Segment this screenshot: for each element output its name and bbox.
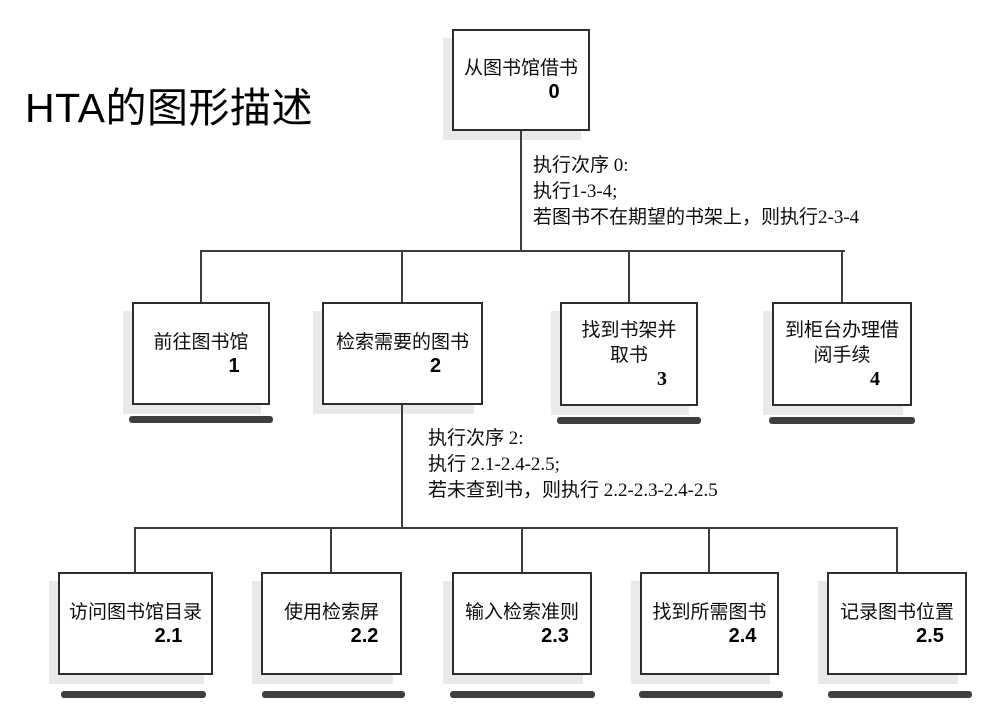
terminal-underline-4 bbox=[769, 417, 915, 424]
connector-line bbox=[628, 250, 630, 303]
terminal-underline-2-1 bbox=[61, 691, 206, 698]
plan-0-line-2: 执行1-3-4; bbox=[533, 181, 618, 202]
task-label-2-3: 输入检索准则 bbox=[464, 601, 579, 623]
task-box-2-1: 访问图书馆目录 2.1 bbox=[58, 572, 213, 675]
connector-line bbox=[134, 527, 136, 572]
connector-line bbox=[520, 131, 522, 252]
task-box-2: 检索需要的图书 2 bbox=[322, 302, 483, 405]
connector-line bbox=[200, 250, 202, 303]
task-number-2-3: 2.3 bbox=[541, 624, 569, 647]
page-title: HTA的图形描述 bbox=[25, 85, 313, 131]
task-box-2-5: 记录图书位置 2.5 bbox=[827, 572, 967, 675]
terminal-underline-2-4 bbox=[639, 691, 783, 698]
task-label-2-1: 访问图书馆目录 bbox=[68, 601, 202, 623]
terminal-underline-2-3 bbox=[450, 691, 595, 698]
connector-line bbox=[200, 250, 845, 252]
terminal-underline-2-2 bbox=[262, 691, 405, 698]
terminal-underline-3 bbox=[557, 417, 701, 424]
connector-line bbox=[401, 405, 403, 528]
task-box-4: 到柜台办理借 阅手续 4 bbox=[772, 302, 912, 406]
task-box-0: 从图书馆借书 0 bbox=[452, 29, 590, 131]
task-label-4: 到柜台办理借 阅手续 bbox=[784, 319, 899, 366]
task-box-2-4: 找到所需图书 2.4 bbox=[640, 572, 779, 675]
task-number-3: 3 bbox=[657, 367, 667, 390]
task-number-1: 1 bbox=[228, 354, 240, 377]
task-label-2: 检索需要的图书 bbox=[335, 331, 469, 353]
task-label-1: 前往图书馆 bbox=[153, 331, 249, 353]
connector-line bbox=[841, 250, 843, 303]
connector-line bbox=[134, 527, 898, 529]
task-label-3: 找到书架并 取书 bbox=[581, 319, 677, 366]
task-number-2: 2 bbox=[429, 354, 442, 377]
task-number-2-5: 2.5 bbox=[916, 624, 944, 647]
connector-line bbox=[330, 527, 332, 572]
plan-0-line-3: 若图书不在期望的书架上，则执行2-3-4 bbox=[533, 207, 860, 228]
connector-line bbox=[521, 527, 523, 572]
plan-2-annotation: 执行次序 2: 执行 2.1-2.4-2.5; 若未查到书，则执行 2.2-2.… bbox=[428, 426, 718, 504]
terminal-underline-1 bbox=[129, 416, 273, 423]
task-number-2-2: 2.2 bbox=[350, 624, 379, 647]
task-box-3: 找到书架并 取书 3 bbox=[560, 302, 698, 406]
connector-line bbox=[708, 527, 710, 572]
connector-line bbox=[401, 250, 403, 303]
task-number-0: 0 bbox=[548, 81, 560, 103]
terminal-underline-2-5 bbox=[828, 691, 972, 698]
task-label-2-2: 使用检索屏 bbox=[283, 601, 379, 623]
task-box-1: 前往图书馆 1 bbox=[132, 302, 270, 405]
task-number-2-1: 2.1 bbox=[154, 624, 183, 647]
task-box-2-3: 输入检索准则 2.3 bbox=[452, 572, 592, 675]
task-label-2-5: 记录图书位置 bbox=[839, 601, 954, 623]
plan-0-annotation: 执行次序 0: 执行1-3-4; 若图书不在期望的书架上，则执行2-3-4 bbox=[533, 153, 859, 231]
task-number-2-4: 2.4 bbox=[728, 624, 757, 647]
plan-2-line-3: 若未查到书，则执行 2.2-2.3-2.4-2.5 bbox=[428, 480, 718, 501]
task-box-2-2: 使用检索屏 2.2 bbox=[261, 572, 402, 675]
task-label-2-4: 找到所需图书 bbox=[652, 601, 767, 623]
task-label-0: 从图书馆借书 bbox=[463, 58, 578, 79]
plan-0-line-1: 执行次序 0: bbox=[533, 155, 629, 176]
plan-2-line-2: 执行 2.1-2.4-2.5; bbox=[428, 454, 560, 475]
connector-line bbox=[896, 527, 898, 572]
task-number-4: 4 bbox=[870, 367, 880, 390]
plan-2-line-1: 执行次序 2: bbox=[428, 428, 524, 449]
